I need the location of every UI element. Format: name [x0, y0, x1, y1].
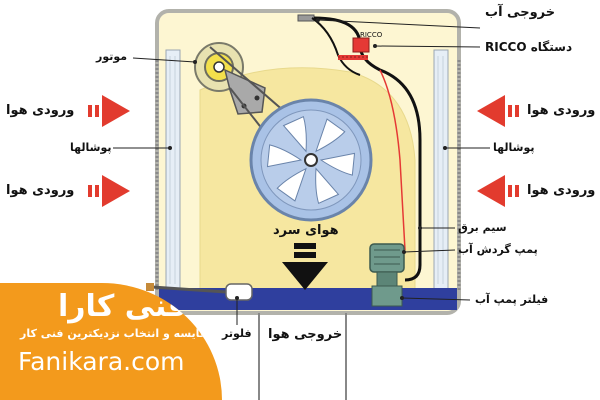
label-pads-left: پوشالها — [70, 141, 112, 154]
label-air-outlet: خروجی هوا — [268, 327, 343, 342]
air-inlet-arrow-left-top — [88, 95, 130, 127]
fan-blade — [266, 144, 303, 168]
label-pads-right: پوشالها — [493, 141, 535, 154]
fan-blade — [319, 152, 356, 176]
label-motor: موتور — [96, 50, 128, 63]
cooling-pad-left — [165, 49, 181, 291]
ricco-tag: RICCO — [360, 31, 383, 39]
air-inlet-arrow-left-bottom — [88, 175, 130, 207]
air-inlet-arrow-right-bottom — [477, 175, 519, 207]
label-air-inlet-left-top: ورودی هوا — [6, 103, 75, 118]
air-inlet-arrow-right-top — [477, 95, 519, 127]
label-air-inlet-right-bottom: ورودی هوا — [527, 183, 596, 198]
fan-blade — [315, 118, 346, 153]
water-outlet-nozzle — [297, 14, 315, 22]
cold-air-arrow — [282, 243, 328, 290]
label-pump-filter: فیلتر پمپ آب — [475, 293, 549, 306]
fan-blades — [266, 115, 356, 205]
label-water-pump: پمپ گردش آب — [458, 243, 538, 256]
power-wire — [379, 69, 406, 251]
label-power-wire: سیم برق — [458, 221, 507, 234]
brand-tagline: مقایسه و انتخاب نزدیکترین فنی کار — [20, 327, 215, 340]
water-pump — [369, 243, 405, 307]
cooling-pad-right — [433, 49, 449, 291]
brand-logo: فنی کارا — [58, 289, 187, 324]
fan-blade — [282, 115, 307, 153]
ricco-device — [338, 37, 370, 60]
label-air-inlet-right-top: ورودی هوا — [527, 103, 596, 118]
fan-blade — [315, 167, 340, 205]
label-ricco-device: دستگاه RICCO — [485, 40, 573, 54]
label-air-inlet-left-bottom: ورودی هوا — [6, 183, 75, 198]
label-float: فلوتر — [222, 327, 252, 340]
brand-url[interactable]: Fanikara.com — [18, 347, 185, 376]
fan-blade — [276, 167, 307, 202]
float-valve — [146, 283, 253, 301]
label-water-outlet: خروجی آب — [485, 5, 556, 20]
brand-banner: فنی کارا مقایسه و انتخاب نزدیکترین فنی ک… — [0, 283, 222, 400]
label-cold-air: هوای سرد — [273, 223, 339, 238]
